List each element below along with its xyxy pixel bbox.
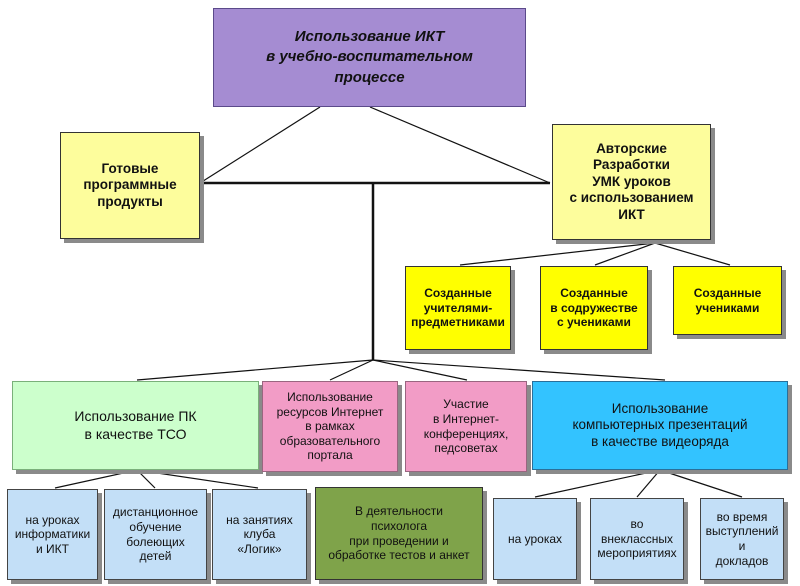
presentations-lessons-node: на уроках: [493, 498, 577, 580]
pc-connector-1: [54, 469, 138, 489]
pc-connector-3: [136, 469, 259, 489]
ready-products-node: Готовые программные продукты: [60, 132, 200, 239]
pres-connector-1: [534, 469, 661, 498]
trunk-connector-2: [329, 359, 374, 381]
created-with-students-node: Созданные в содружестве с учениками: [540, 266, 648, 350]
pres-connector-2: [636, 469, 661, 498]
presentations-extracurricular-node: во внеклассных мероприятиях: [590, 498, 684, 580]
internet-resources-node: Использование ресурсов Интернет в рамках…: [262, 381, 398, 472]
trunk-connector-4: [372, 359, 666, 381]
trunk-connector-3: [372, 359, 468, 381]
pc-connector-2: [136, 469, 156, 489]
author-developments-node: Авторские Разработки УМК уроков с исполь…: [552, 124, 711, 240]
presentations-speeches-node: во время выступлений и докладов: [700, 498, 784, 580]
author-connector-2: [594, 242, 656, 266]
author-connector-1: [459, 242, 656, 266]
internet-conferences-node: Участие в Интернет- конференциях, педсов…: [405, 381, 527, 472]
pc-distance-learning-node: дистанционное обучение болеющих детей: [104, 489, 207, 580]
root-connector-right: [369, 106, 551, 184]
pc-informatics-lessons-node: на уроках информатики и ИКТ: [7, 489, 98, 580]
root-connector-left: [199, 106, 321, 184]
presentations-node: Использование компьютерных презентаций в…: [532, 381, 788, 470]
created-by-students-node: Созданные учениками: [673, 266, 782, 335]
pres-connector-3: [659, 469, 743, 498]
psychologist-node: В деятельности психолога при проведении …: [315, 487, 483, 580]
trunk-connector-1: [136, 359, 374, 381]
author-connector-3: [654, 242, 731, 266]
created-by-teachers-node: Созданные учителями- предметниками: [405, 266, 511, 350]
pc-as-tso-node: Использование ПК в качестве ТСО: [12, 381, 259, 470]
root-node: Использование ИКТ в учебно-воспитательно…: [213, 8, 526, 107]
pc-logic-club-node: на занятиях клуба «Логик»: [212, 489, 307, 580]
